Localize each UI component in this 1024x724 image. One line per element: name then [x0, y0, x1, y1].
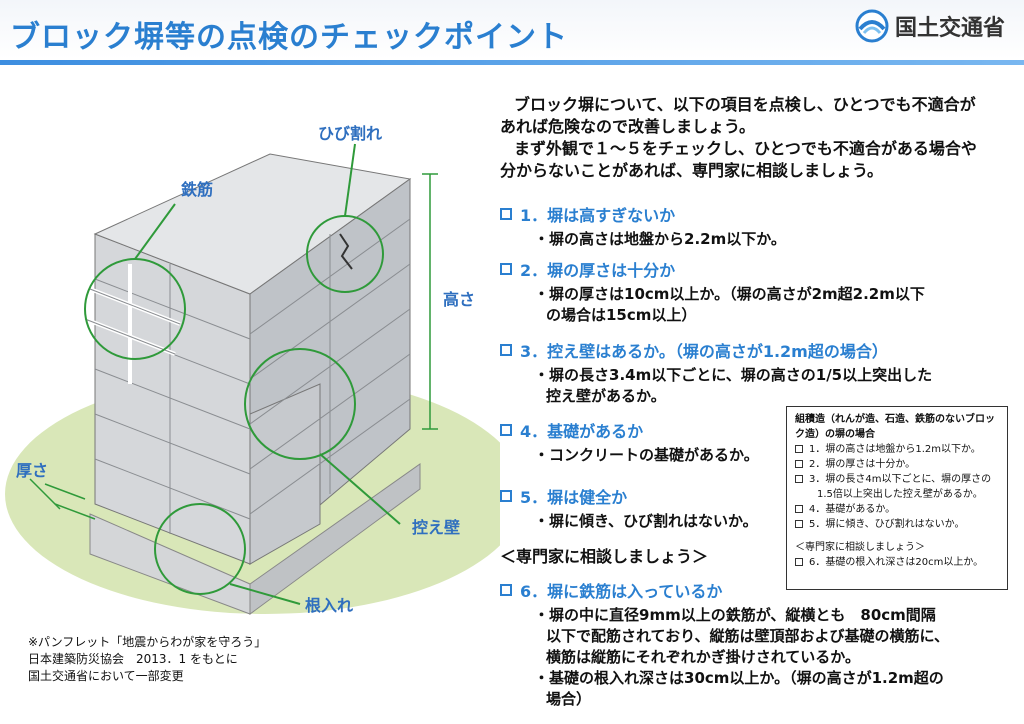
block-wall-illustration: ひび割れ 鉄筋 高さ 厚さ 控え壁 根入れ [0, 84, 525, 644]
check-item-heading: 6．塀に鉄筋は入っているか [520, 582, 723, 601]
consult-heading: ＜専門家に相談しましょう＞ [500, 547, 709, 566]
check-item-3: 3．控え壁はあるか。（塀の高さが1.2m超の場合） ・塀の長さ3.4m以下ごとに… [500, 338, 932, 407]
side-consult: ＜専門家に相談しましょう＞ [795, 542, 925, 553]
side-item: 6．基礎の根入れ深さは20cm以上か。 [809, 557, 984, 568]
checkbox-icon[interactable] [500, 584, 512, 596]
checkbox-icon[interactable] [795, 445, 803, 453]
checkbox-icon[interactable] [500, 424, 512, 436]
checkbox-icon[interactable] [500, 344, 512, 356]
check-item-heading: 2．塀の厚さは十分か [520, 261, 676, 280]
check-item-4: 4．基礎があるか ・コンクリートの基礎があるか。 [500, 418, 759, 466]
checkbox-icon[interactable] [795, 558, 803, 566]
side-title: 組積造（れんが造、石造、鉄筋のないブロッ [795, 414, 995, 425]
side-item: 1.5倍以上突出した控え壁があるか。 [817, 489, 983, 500]
checkbox-icon[interactable] [795, 505, 803, 513]
checkbox-icon[interactable] [795, 520, 803, 528]
logo-text: 国土交通省 [895, 16, 1006, 41]
check-item-heading: 3．控え壁はあるか。（塀の高さが1.2m超の場合） [520, 342, 888, 361]
checkbox-icon[interactable] [795, 460, 803, 468]
check-item-heading: 5．塀は健全か [520, 488, 628, 507]
check-item-6: 6．塀に鉄筋は入っているか ・塀の中に直径9mm以上の鉄筋が、縦横とも 80cm… [500, 578, 949, 710]
ministry-emblem-icon [855, 9, 889, 43]
side-item: 5．塀に傾き、ひび割れはないか。 [809, 519, 965, 530]
page-title: ブロック塀等の点検のチェックポイント [10, 20, 568, 55]
check-item-desc: ・塀に傾き、ひび割れはないか。 [534, 512, 758, 530]
label-crack: ひび割れ [318, 124, 383, 143]
checkbox-icon[interactable] [795, 475, 803, 483]
masonry-checklist-box: 組積造（れんが造、石造、鉄筋のないブロッ ク造）の塀の場合 1．塀の高さは地盤か… [786, 406, 1008, 590]
check-item-desc: ・塀の中に直径9mm以上の鉄筋が、縦横とも 80cm間隔 [534, 606, 936, 624]
source-credit: ※パンフレット「地震からわが家を守ろう」 日本建築防災協会 2013．1 をもと… [28, 634, 266, 685]
callout-embed [154, 503, 246, 595]
check-item-desc: 控え壁があるか。 [546, 387, 666, 405]
label-height: 高さ [443, 290, 476, 309]
check-item-heading: 4．基礎があるか [520, 422, 644, 441]
intro-line: まず外観で１～５をチェックし、ひとつでも不適合がある場合や [514, 139, 977, 158]
credit-line: ※パンフレット「地震からわが家を守ろう」 [28, 635, 267, 649]
check-item-5: 5．塀は健全か ・塀に傾き、ひび割れはないか。 [500, 484, 758, 532]
check-item-desc: 場合） [546, 690, 592, 708]
block-wall-drawing [5, 143, 525, 615]
side-item: 1．塀の高さは地盤から1.2m以下か。 [809, 444, 981, 455]
side-item: 3．塀の長さ4m以下ごとに、塀の厚さの [809, 474, 992, 485]
check-item-desc: ・コンクリートの基礎があるか。 [534, 446, 759, 464]
label-embed: 根入れ [305, 596, 354, 615]
label-rebar: 鉄筋 [181, 180, 214, 199]
checkbox-icon[interactable] [500, 490, 512, 502]
header-divider [0, 60, 1024, 65]
credit-line: 国土交通省において一部変更 [28, 669, 184, 683]
checkbox-icon[interactable] [500, 208, 512, 220]
label-thickness: 厚さ [16, 461, 49, 480]
check-item-desc: ・塀の厚さは10cm以上か。（塀の高さが2m超2.2m以下 [534, 285, 925, 303]
check-item-desc: ・塀の長さ3.4m以下ごとに、塀の高さの1/5以上突出した [534, 366, 933, 384]
intro-text: ブロック塀について、以下の項目を点検し、ひとつでも不適合が あれば危険なので改善… [500, 94, 1010, 182]
label-buttress: 控え壁 [412, 518, 461, 537]
side-item: 4．基礎があるか。 [809, 504, 896, 515]
check-item-2: 2．塀の厚さは十分か ・塀の厚さは10cm以上か。（塀の高さが2m超2.2m以下… [500, 257, 925, 326]
check-item-desc: ・基礎の根入れ深さは30cm以上か。（塀の高さが1.2m超の [534, 669, 944, 687]
intro-line: あれば危険なので改善しましょう。 [500, 117, 756, 136]
check-item-desc: 横筋は縦筋にそれぞれかぎ掛けされているか。 [546, 648, 860, 666]
intro-line: ブロック塀について、以下の項目を点検し、ひとつでも不適合が [514, 95, 976, 114]
header: ブロック塀等の点検のチェックポイント 国土交通省 [0, 0, 1024, 84]
check-item-heading: 1．塀は高すぎないか [520, 206, 676, 225]
side-item: 2．塀の厚さは十分か。 [809, 459, 916, 470]
intro-line: 分からないことがあれば、専門家に相談しましょう。 [500, 161, 884, 180]
check-item-desc: の場合は15cm以上） [546, 306, 697, 324]
credit-line: 日本建築防災協会 2013．1 をもとに [28, 652, 238, 666]
callout-buttress [244, 348, 356, 460]
checkbox-icon[interactable] [500, 263, 512, 275]
check-item-desc: 以下で配筋されており、縦筋は壁頂部および基礎の横筋に、 [546, 627, 950, 645]
side-title: ク造）の塀の場合 [795, 429, 875, 440]
check-item-desc: ・塀の高さは地盤から2.2m以下か。 [534, 230, 786, 248]
check-item-1: 1．塀は高すぎないか ・塀の高さは地盤から2.2m以下か。 [500, 202, 786, 250]
crack [339, 233, 353, 270]
ministry-logo: 国土交通省 [855, 6, 1005, 46]
